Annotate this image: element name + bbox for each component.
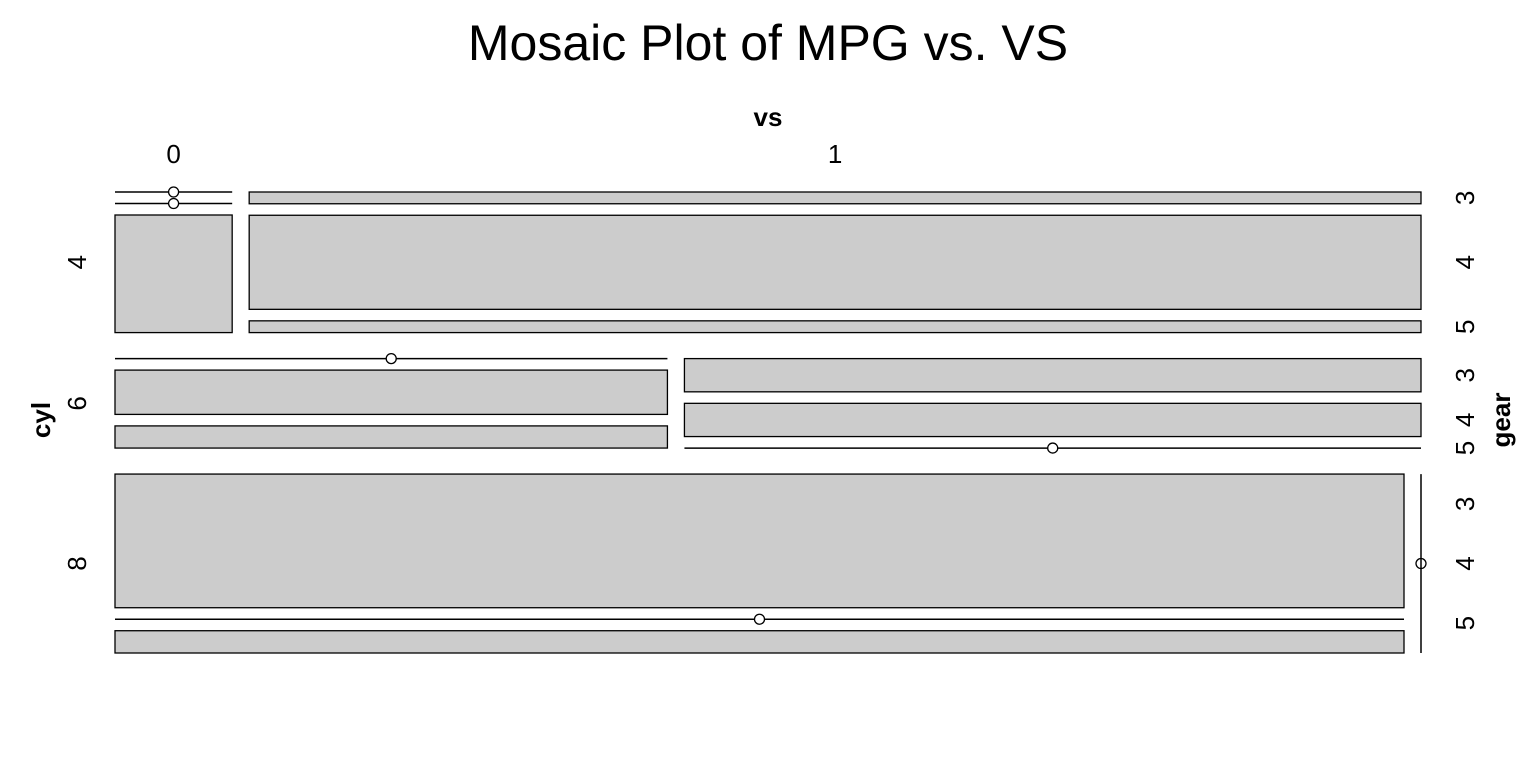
mosaic-cell [248,320,1422,334]
x-axis-label: vs [754,102,783,132]
gear-axis-label: gear [1486,393,1516,448]
gear-tick-label: 3 [1450,497,1480,511]
gear-tick-label: 4 [1450,413,1480,427]
x-tick-label: 1 [828,139,842,169]
chart-title: Mosaic Plot of MPG vs. VS [468,15,1068,71]
mosaic-cell [114,473,1405,609]
y-axis-label: cyl [26,402,56,438]
gear-tick-label: 3 [1450,368,1480,382]
empty-cell-marker [753,613,766,625]
gear-tick-label: 4 [1450,556,1480,570]
mosaic-cell [114,214,233,334]
mosaic-cell [114,425,669,449]
y-tick-label: 8 [62,556,92,570]
gear-tick-label: 5 [1450,616,1480,630]
gear-tick-label: 3 [1450,191,1480,205]
empty-cell-marker [385,352,397,365]
gear-tick-label: 5 [1450,319,1480,333]
mosaic-cell [114,630,1405,654]
mosaic-cell [114,369,669,416]
mosaic-cell [248,191,1422,205]
y-tick-label: 4 [62,255,92,269]
gear-tick-label: 4 [1450,255,1480,269]
empty-cell-marker [1415,557,1427,570]
mosaic-cell [683,357,1422,393]
y-tick-label: 6 [62,396,92,410]
empty-cell-marker [167,186,180,198]
empty-cell-marker [1047,442,1059,454]
mosaic-cell [248,214,1422,310]
mosaic-cell [683,402,1422,438]
empty-cell-marker [167,197,180,210]
x-tick-label: 0 [166,139,180,169]
gear-tick-label: 5 [1450,441,1480,455]
